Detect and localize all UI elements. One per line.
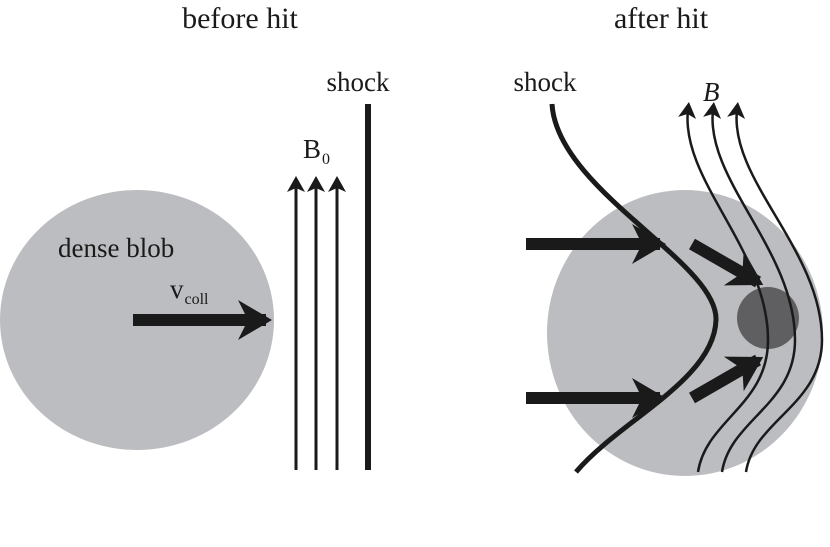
shock-label-left: shock [327,67,390,97]
shock-label-right: shock [514,67,577,97]
before-hit-panel: before hit dense blob vcoll B0 shock [0,2,390,470]
shock-front-curved [549,103,719,474]
field-line-draped [678,102,770,473]
flow-arrows [526,224,764,418]
field-line-draped [727,102,824,473]
dense-core [737,287,799,349]
flow-arrow-deflected-up [689,354,764,404]
after-hit-panel: after hit shock B [514,2,824,476]
dense-blob-label: dense blob [58,233,174,263]
initial-field-lines [287,176,346,470]
flow-arrow-deflected-down [689,238,764,288]
field-line-draped [703,102,797,473]
velocity-subscript: coll [185,291,210,308]
draped-field-lines [678,102,824,473]
before-hit-title: before hit [182,2,298,35]
field-b0-subscript: 0 [322,151,330,168]
field-b0-symbol: B [303,134,321,164]
velocity-label: vcoll [170,274,209,308]
velocity-symbol: v [170,274,184,304]
field-b-label: B [703,77,720,107]
field-b0-label: B0 [303,134,330,168]
after-hit-title: after hit [614,2,709,35]
